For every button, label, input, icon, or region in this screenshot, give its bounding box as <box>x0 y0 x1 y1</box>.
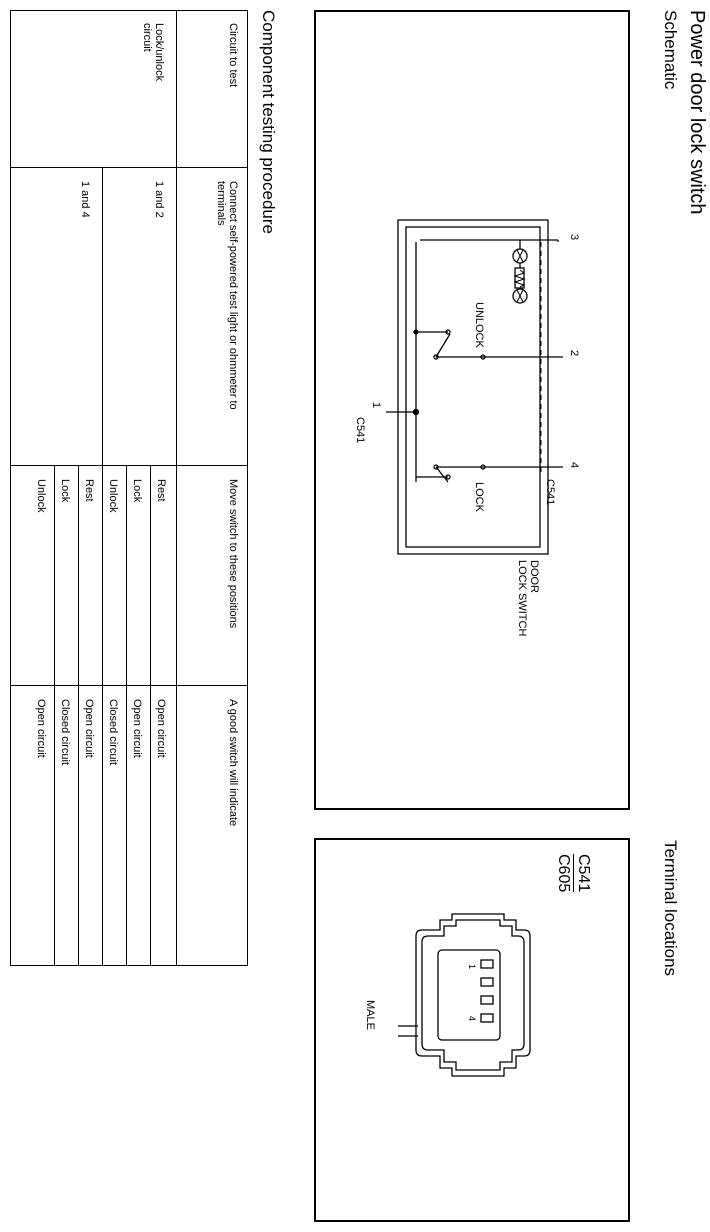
position-g2-r2: Lock <box>59 479 71 503</box>
schematic-heading: Schematic <box>661 10 680 90</box>
position-g2-r3: Unlock <box>35 479 47 513</box>
schematic-panel: 3 2 4 C541 1 C541 UNLOCK LOCK DOOR LOCK … <box>314 10 630 810</box>
switch-inner-frame <box>405 226 541 548</box>
connector-c541-top-label: C541 <box>544 479 556 506</box>
component-name-line1: DOOR <box>528 560 540 593</box>
terminal-locations-heading: Terminal locations <box>661 840 680 977</box>
component-testing-table: Circuit to test Connect self-powered tes… <box>10 10 248 966</box>
terminals-group-1: 1 and 2 <box>153 181 165 218</box>
result-g2-r3: Open circuit <box>35 699 47 758</box>
result-g1-r3: Closed circuit <box>107 699 119 766</box>
terminal-cavity-2 <box>480 977 494 987</box>
switch-outer-frame <box>397 219 549 555</box>
pin-2-label: 2 <box>568 350 580 357</box>
pin-4-label: 4 <box>568 462 580 469</box>
lock-label: LOCK <box>473 482 485 512</box>
header-circuit-to-test: Circuit to test <box>227 23 239 88</box>
result-g1-r1: Open circuit <box>155 699 167 758</box>
terminal-cavity-1 <box>480 959 494 969</box>
header-connect-terminals: Connect self-powered test light or ohmme… <box>215 181 239 410</box>
pin-1-label: 1 <box>370 402 382 409</box>
component-name-line2: LOCK SWITCH <box>516 560 528 637</box>
connector-face-drawing <box>398 913 531 1077</box>
connector-housing-outer <box>415 913 531 1077</box>
terminal-cavity-4 <box>480 1013 494 1023</box>
header-switch-positions: Move switch to these positions <box>227 479 239 629</box>
unlock-label: UNLOCK <box>473 302 485 348</box>
unlock-contact-blade <box>435 333 451 358</box>
position-g1-r1: Rest <box>155 479 167 502</box>
lock-contact-blade <box>435 466 449 483</box>
position-g1-r3: Unlock <box>107 479 119 513</box>
pin-3-label: 3 <box>568 234 580 241</box>
position-g2-r1: Rest <box>83 479 95 502</box>
door-lock-switch-schematic <box>386 219 563 555</box>
terminals-group-2: 1 and 4 <box>79 181 91 218</box>
connector-housing-inner <box>421 919 525 1071</box>
page-title: Power door lock switch <box>686 10 708 215</box>
terminal-locations-panel: C541 C605 1 4 MALE <box>314 838 630 1222</box>
connector-c541-bottom-label: C541 <box>354 417 366 444</box>
connector-cavity-area <box>437 949 501 1041</box>
result-g2-r1: Open circuit <box>83 699 95 758</box>
result-g1-r2: Open circuit <box>131 699 143 758</box>
pin-label-1: 1 <box>467 964 477 970</box>
circuit-name: Lock/unlock circuit <box>141 23 165 82</box>
header-good-switch-result: A good switch will indicate <box>227 699 239 827</box>
pin-label-4: 4 <box>467 1016 477 1022</box>
result-g2-r2: Closed circuit <box>59 699 71 766</box>
position-g1-r2: Lock <box>131 479 143 503</box>
component-testing-heading: Component testing procedure <box>259 10 278 234</box>
terminal-cavity-3 <box>480 995 494 1005</box>
connector-gender-label: MALE <box>364 1000 376 1030</box>
